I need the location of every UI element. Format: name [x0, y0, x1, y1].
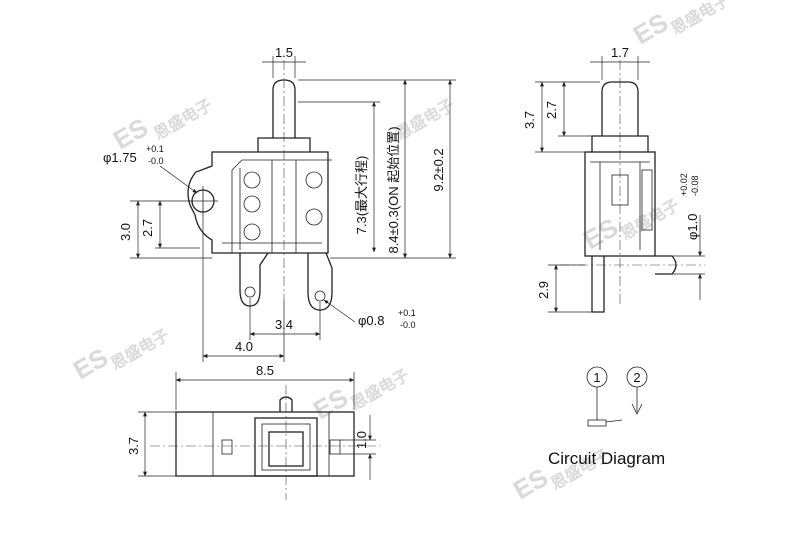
- watermark-brand: ES: [508, 462, 553, 505]
- top-dim-length: 8.5: [256, 363, 274, 378]
- top-view: 8.5 3.7 1.0: [126, 363, 380, 500]
- contact-blade: [605, 419, 623, 423]
- side-body: [584, 151, 656, 257]
- watermark-brand: ES: [308, 382, 353, 425]
- terminal-2: [307, 252, 333, 311]
- dim-mount-hole-tol-lower: -0.0: [148, 156, 164, 166]
- watermark-chars: 恩盛电子: [393, 95, 458, 143]
- top-dim-boss: 1.0: [354, 431, 369, 449]
- rivet: [243, 223, 261, 241]
- dim-plunger-width: 1.5: [275, 45, 293, 60]
- watermark-chars: 恩盛电子: [348, 365, 413, 413]
- top-dim-width: 3.7: [126, 437, 141, 455]
- side-dim-top-width: 1.7: [611, 45, 629, 60]
- circuit-caption: Circuit Diagram: [548, 449, 665, 468]
- side-terminal: [591, 256, 605, 313]
- side-view: 1.7 3.7 2.7 φ1.0 +0.02 -0.08 2.: [522, 45, 705, 313]
- watermark-brand: ES: [68, 342, 113, 385]
- rivet: [243, 171, 261, 189]
- rivet: [305, 171, 323, 189]
- pin-2-label: 2: [633, 370, 640, 385]
- rivet: [243, 195, 261, 213]
- circuit-diagram: 1 2 Circuit Diagram: [548, 366, 665, 468]
- pin-1-label: 1: [593, 370, 600, 385]
- side-dim-height-2-9: 2.9: [536, 281, 551, 299]
- top-plunger: [279, 396, 293, 412]
- rivet: [305, 208, 323, 226]
- dim-on-position: 8.4±0.3(ON 起始位置): [386, 126, 401, 253]
- dim-mount-hole: φ1.75: [103, 150, 137, 165]
- side-dim-height-2-7: 2.7: [544, 101, 559, 119]
- watermark-chars: 恩盛电子: [618, 195, 683, 243]
- dim-terminal-hole-tol-lower: -0.0: [400, 320, 416, 330]
- dim-height-2-7: 2.7: [140, 219, 155, 237]
- dim-terminal-hole-tol-upper: +0.1: [398, 308, 416, 318]
- dim-total-height: 9.2±0.2: [431, 148, 446, 191]
- dim-terminal-hole: φ0.8: [358, 313, 385, 328]
- side-dim-height-3-7: 3.7: [522, 111, 537, 129]
- collar: [257, 137, 311, 152]
- side-dim-pin-tol-lower: -0.08: [690, 175, 700, 196]
- watermark-brand: ES: [628, 7, 673, 50]
- contact-symbol: [587, 419, 607, 427]
- terminal-1: [239, 252, 269, 307]
- switch-body: [187, 151, 329, 254]
- side-dim-pin-tol-upper: +0.02: [679, 173, 689, 196]
- side-collar: [591, 135, 649, 152]
- watermark-chars: 恩盛电子: [151, 95, 216, 143]
- watermark-chars: 恩盛电子: [668, 0, 733, 38]
- watermark-chars: 恩盛电子: [108, 325, 173, 373]
- side-dim-pin-diameter: φ1.0: [685, 213, 700, 240]
- dim-max-travel: 7.3(最大行程): [354, 156, 369, 235]
- dim-mount-hole-tol-upper: +0.1: [146, 144, 164, 154]
- dim-hole-to-terminal: 4.0: [235, 339, 253, 354]
- front-view: 1.5 7.3(最大行程) 8.4±0.3(ON 起始位置) 9.2±0.2 φ…: [103, 45, 456, 362]
- dim-height-3-0: 3.0: [118, 223, 133, 241]
